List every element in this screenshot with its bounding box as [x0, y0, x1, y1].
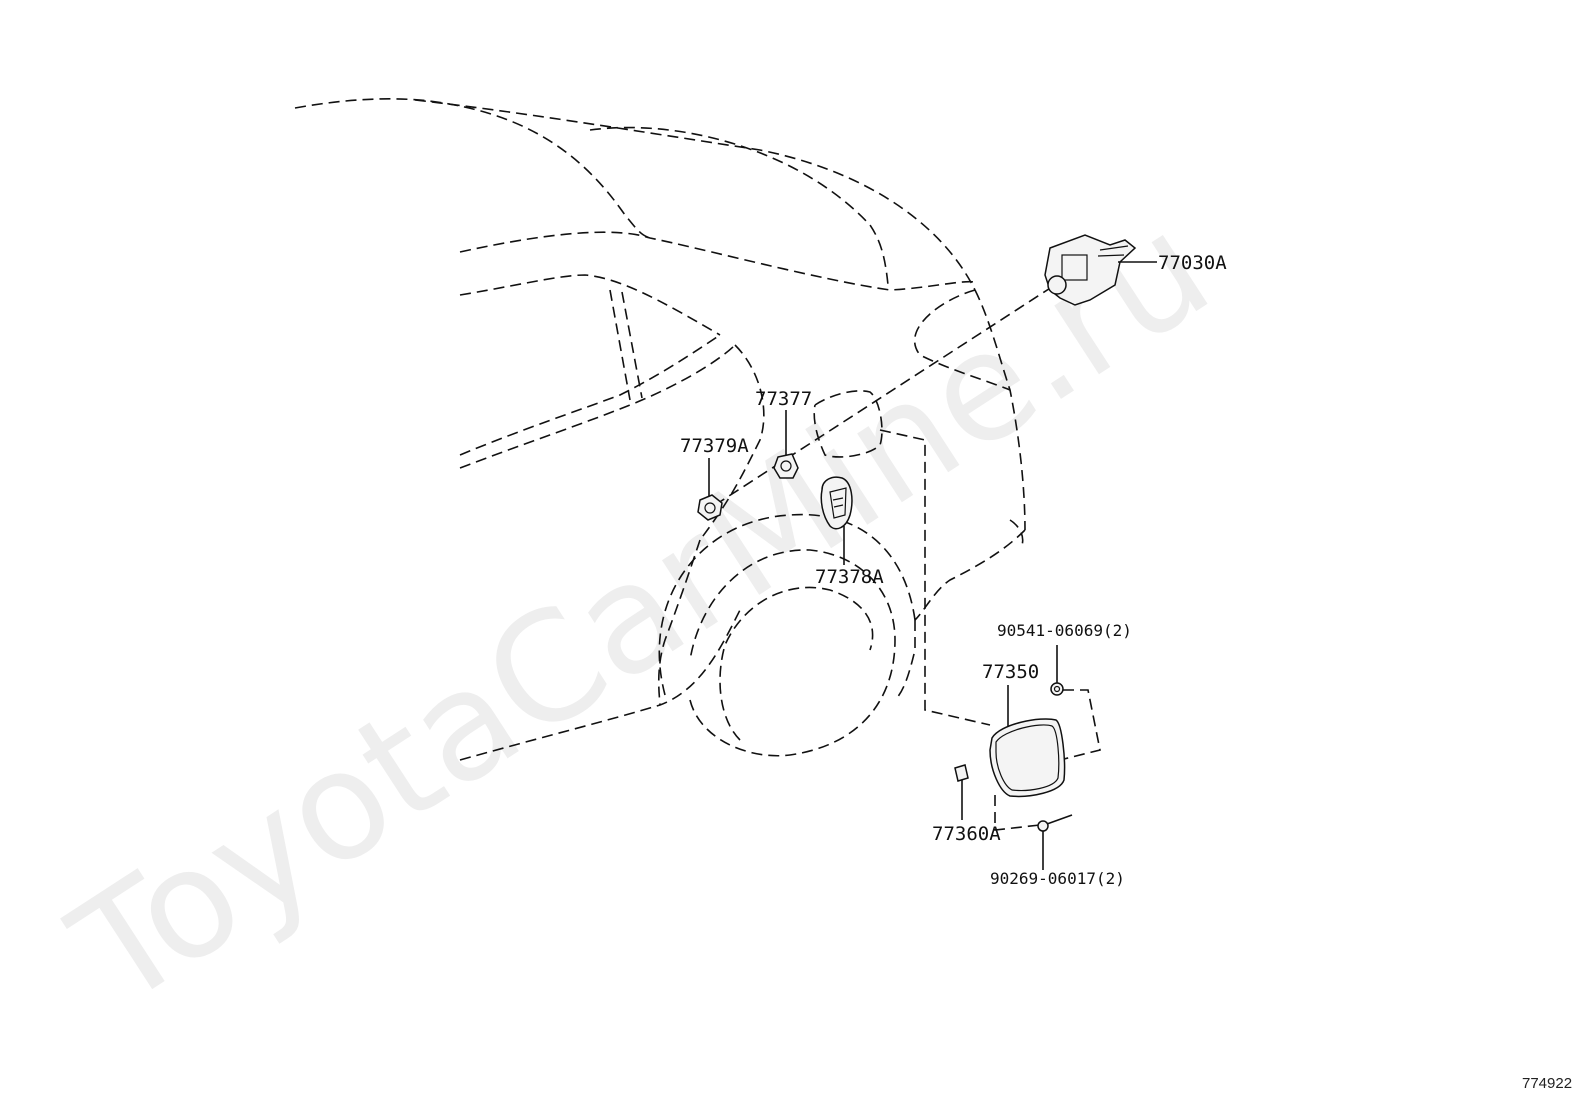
label-77377: 77377 [755, 388, 812, 410]
label-90541-06069: 90541-06069(2) [997, 621, 1132, 640]
label-77350: 77350 [982, 661, 1039, 683]
label-77378A: 77378A [815, 566, 884, 588]
fuel-lid-spring-77377 [773, 453, 799, 479]
label-77360A: 77360A [932, 823, 1001, 845]
label-77030A: 77030A [1158, 252, 1227, 274]
fuel-lid-hinge-77378A [820, 476, 853, 530]
label-77379A: 77379A [680, 435, 749, 457]
diagram-number: 774922 [1522, 1075, 1572, 1092]
fuel-filler-door-77350 [989, 718, 1066, 798]
nut-90541 [1050, 682, 1064, 696]
car-body-outline [294, 98, 1101, 831]
rivet-90269 [1037, 814, 1073, 832]
label-90269-06017: 90269-06017(2) [990, 869, 1125, 888]
fuel-lid-bumper-77360A [954, 764, 969, 782]
fuel-lid-opener-actuator [1044, 234, 1137, 306]
watermark: ToyotaCarMine.ru [44, 181, 1239, 1041]
grommet-77379A [697, 494, 723, 521]
